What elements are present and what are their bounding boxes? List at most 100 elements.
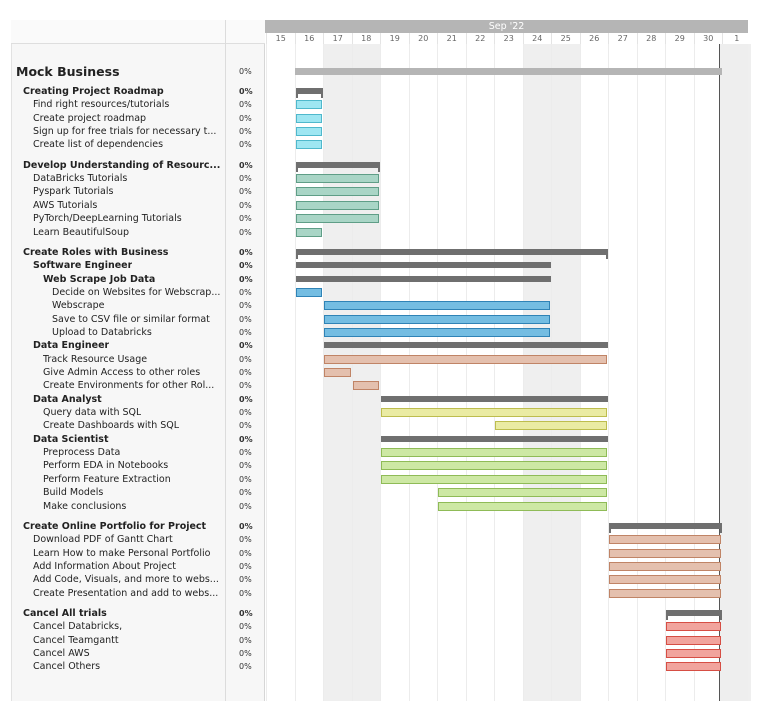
task-bar[interactable]	[609, 561, 721, 571]
task-row[interactable]: Create Dashboards with SQL 0%	[12, 419, 264, 432]
group-row[interactable]: Creating Project Roadmap 0%	[12, 85, 264, 98]
group-row[interactable]: Data Engineer 0%	[12, 339, 264, 352]
task-bar[interactable]	[295, 100, 322, 110]
task-bar[interactable]	[295, 127, 322, 137]
task-name[interactable]: Cancel AWS	[33, 648, 90, 659]
task-percent-complete[interactable]: 0%	[239, 421, 252, 431]
task-name[interactable]: Create Roles with Business	[23, 246, 169, 258]
task-percent-complete[interactable]: 0%	[239, 127, 252, 137]
task-percent-complete[interactable]: 0%	[239, 274, 253, 284]
task-percent-complete[interactable]: 0%	[239, 461, 252, 471]
task-bar[interactable]	[381, 474, 607, 484]
task-name[interactable]: Add Code, Visuals, and more to webs...	[33, 574, 219, 586]
task-percent-complete[interactable]: 0%	[239, 434, 253, 444]
task-bar[interactable]	[295, 113, 322, 123]
task-row[interactable]: PyTorch/DeepLearning Tutorials 0%	[12, 212, 264, 225]
task-name[interactable]: Create Online Portfolio for Project	[23, 520, 207, 532]
task-name[interactable]: Cancel Databricks,	[33, 621, 123, 633]
task-name[interactable]: Data Engineer	[33, 340, 110, 352]
task-name[interactable]: Upload to Databricks	[52, 326, 152, 338]
task-percent-complete[interactable]: 0%	[239, 113, 252, 123]
task-name[interactable]: Give Admin Access to other roles	[43, 367, 201, 378]
task-name[interactable]: Preprocess Data	[43, 447, 121, 459]
task-bar[interactable]	[324, 314, 550, 324]
task-row[interactable]: Give Admin Access to other roles 0%	[12, 366, 264, 379]
task-bar[interactable]	[381, 448, 607, 458]
task-percent-complete[interactable]: 0%	[239, 341, 253, 351]
task-percent-complete[interactable]: 0%	[239, 187, 252, 197]
task-percent-complete[interactable]: 0%	[239, 314, 252, 324]
task-bar[interactable]	[324, 368, 351, 377]
project-summary-bar[interactable]	[294, 68, 722, 75]
group-summary-bar[interactable]	[324, 342, 608, 349]
task-name[interactable]: Create Presentation and add to webs...	[33, 587, 219, 599]
task-percent-complete[interactable]: 0%	[239, 448, 252, 458]
task-bar[interactable]	[324, 327, 550, 337]
task-row[interactable]: Create project roadmap 0%	[12, 112, 264, 125]
task-percent-complete[interactable]: 0%	[239, 662, 252, 672]
task-bar[interactable]	[609, 548, 721, 558]
task-name[interactable]: Perform Feature Extraction	[43, 473, 171, 485]
task-percent-complete[interactable]: 0%	[239, 174, 252, 184]
task-percent-complete[interactable]: 0%	[239, 501, 252, 511]
task-percent-complete[interactable]: 0%	[239, 622, 252, 632]
task-percent-complete[interactable]: 0%	[239, 287, 252, 297]
group-summary-bar[interactable]	[609, 522, 722, 533]
task-percent-complete[interactable]: 0%	[239, 575, 252, 585]
task-name[interactable]: Find right resources/tutorials	[33, 99, 170, 111]
task-bar[interactable]	[381, 408, 607, 418]
task-percent-complete[interactable]: 0%	[239, 87, 253, 96]
task-name[interactable]: Creating Project Roadmap	[23, 86, 164, 97]
task-percent-complete[interactable]: 0%	[239, 561, 252, 571]
group-row[interactable]: Mock Business 0%	[12, 65, 264, 78]
task-percent-complete[interactable]: 0%	[239, 354, 252, 364]
task-percent-complete[interactable]: 0%	[239, 301, 252, 311]
task-name[interactable]: AWS Tutorials	[33, 199, 98, 211]
task-bar[interactable]	[295, 227, 322, 237]
task-percent-complete[interactable]: 0%	[239, 327, 252, 337]
task-row[interactable]: Sign up for free trials for necessary t.…	[12, 125, 264, 138]
task-bar[interactable]	[609, 535, 721, 545]
task-bar[interactable]	[666, 635, 721, 645]
task-percent-complete[interactable]: 0%	[239, 381, 252, 391]
task-percent-complete[interactable]: 0%	[239, 247, 253, 257]
task-percent-complete[interactable]: 0%	[239, 535, 252, 545]
group-row[interactable]: Develop Understanding of Resourc...0%	[12, 159, 264, 172]
task-name[interactable]: Cancel Teamgantt	[33, 634, 119, 646]
task-percent-complete[interactable]: 0%	[239, 635, 252, 645]
task-percent-complete[interactable]: 0%	[239, 100, 252, 110]
task-name[interactable]: Create Dashboards with SQL	[43, 420, 180, 432]
task-name[interactable]: Mock Business	[16, 65, 120, 78]
task-row[interactable]: Upload to Databricks 0%	[12, 326, 264, 339]
task-name[interactable]: Create project roadmap	[33, 112, 147, 124]
task-percent-complete[interactable]: 0%	[239, 214, 252, 224]
task-percent-complete[interactable]: 0%	[239, 368, 252, 377]
task-name[interactable]: PyTorch/DeepLearning Tutorials	[33, 213, 182, 225]
task-percent-complete[interactable]: 0%	[239, 160, 253, 170]
task-percent-complete[interactable]: 0%	[239, 67, 252, 76]
task-bar[interactable]	[295, 174, 379, 184]
group-row[interactable]: Create Roles with Business 0%	[12, 246, 264, 259]
task-name[interactable]: Create Environments for other Rol...	[43, 380, 215, 392]
group-summary-bar[interactable]	[295, 161, 380, 172]
task-percent-complete[interactable]: 0%	[239, 408, 252, 418]
task-name[interactable]: Learn How to make Personal Portfolio	[33, 547, 211, 559]
task-row[interactable]: Find right resources/tutorials 0%	[12, 98, 264, 111]
group-summary-bar[interactable]	[295, 88, 323, 98]
group-summary-bar[interactable]	[381, 435, 608, 442]
task-name[interactable]: Save to CSV file or similar format	[52, 313, 210, 325]
task-name[interactable]: Perform EDA in Notebooks	[43, 460, 169, 472]
task-row[interactable]: Preprocess Data 0%	[12, 446, 264, 459]
